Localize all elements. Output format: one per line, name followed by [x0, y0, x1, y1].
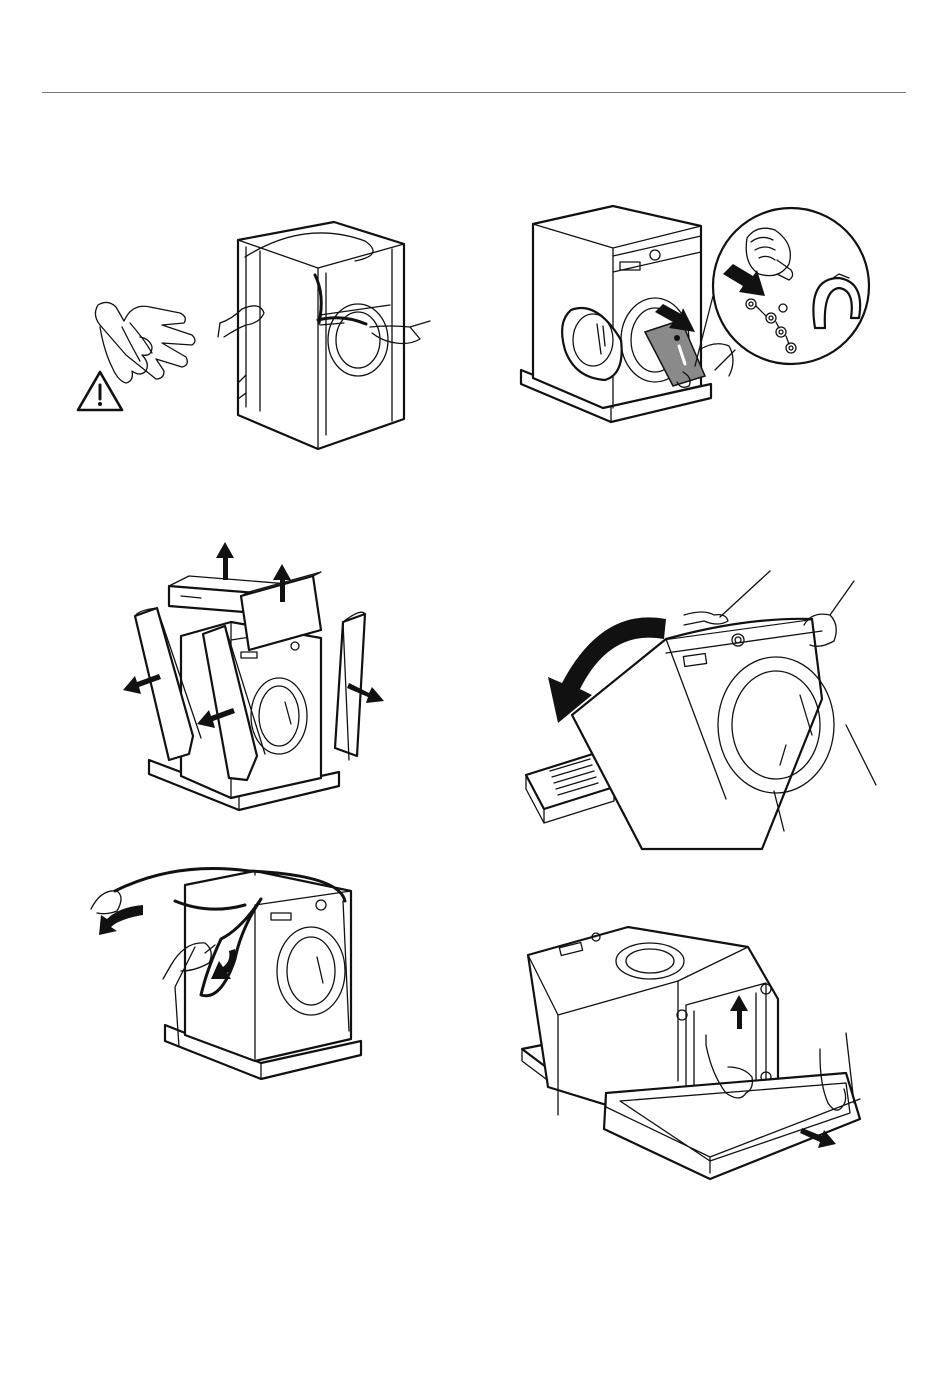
washing-machine-on-base	[165, 871, 361, 1079]
step-5-illustration	[85, 865, 375, 1100]
step-4-illustration	[520, 565, 880, 850]
step-2-illustration	[515, 200, 875, 450]
warning-triangle-icon	[78, 372, 122, 410]
gloves-icon	[95, 302, 195, 383]
step-3-illustration	[115, 540, 385, 805]
washing-machine-in-packaging	[218, 222, 430, 449]
header-rule	[42, 92, 906, 93]
tilted-washing-machine	[572, 619, 876, 849]
step-6-illustration	[520, 915, 880, 1190]
step-1-illustration	[70, 215, 430, 460]
zoom-circle	[695, 208, 869, 370]
base-tray	[604, 1073, 860, 1179]
